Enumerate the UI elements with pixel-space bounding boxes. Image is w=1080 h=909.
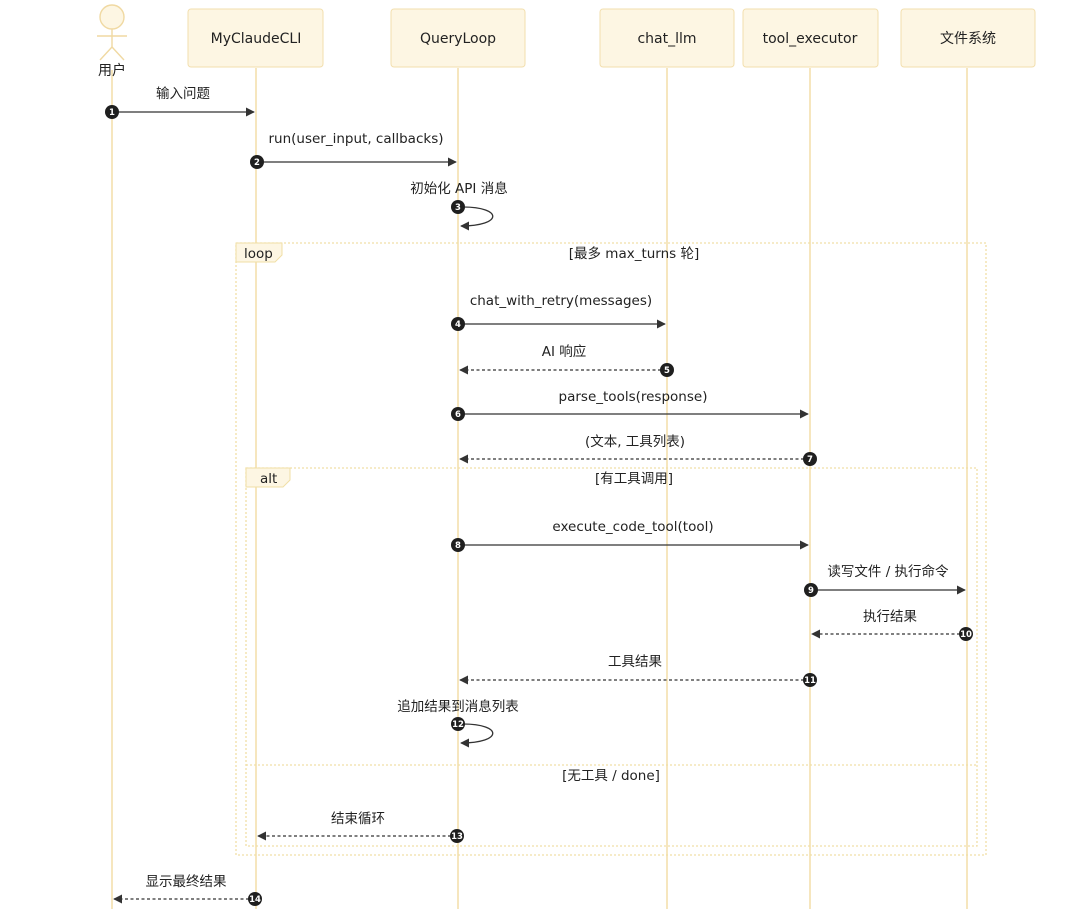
message-label: 工具结果 bbox=[608, 654, 662, 670]
sequence-badge bbox=[803, 452, 817, 466]
message-12: 追加结果到消息列表 12 bbox=[397, 698, 519, 748]
sequence-number: 11 bbox=[804, 676, 816, 686]
sequence-number: 6 bbox=[455, 410, 461, 420]
message-label: 输入问题 bbox=[156, 86, 210, 102]
message-9: 读写文件 / 执行命令 9 bbox=[804, 563, 966, 597]
sequence-badge bbox=[250, 155, 264, 169]
participant-label: MyClaudeCLI bbox=[211, 31, 302, 47]
actor-label: 用户 bbox=[98, 62, 126, 79]
alt-condition-2: [无工具 / done] bbox=[562, 768, 660, 784]
loop-fragment: loop [最多 max_turns 轮] bbox=[235, 242, 987, 856]
sequence-number: 12 bbox=[452, 720, 464, 730]
participant-label: 文件系统 bbox=[940, 31, 996, 47]
sequence-number: 4 bbox=[455, 320, 461, 330]
sequence-number: 13 bbox=[451, 832, 463, 842]
sequence-number: 7 bbox=[807, 455, 813, 465]
participant-chat-llm: chat_llm bbox=[599, 8, 735, 68]
message-5: AI 响应 5 bbox=[459, 343, 674, 377]
sequence-badge bbox=[451, 407, 465, 421]
message-6: parse_tools(response) 6 bbox=[451, 389, 809, 421]
message-14: 显示最终结果 14 bbox=[113, 874, 262, 906]
sequence-badge bbox=[660, 363, 674, 377]
lifelines bbox=[111, 68, 968, 909]
message-10: 执行结果 10 bbox=[811, 609, 973, 641]
message-label: (文本, 工具列表) bbox=[585, 434, 685, 450]
sequence-badge bbox=[451, 538, 465, 552]
alt-fragment: alt [有工具调用] [无工具 / done] bbox=[245, 467, 978, 847]
message-13: 结束循环 13 bbox=[257, 811, 464, 843]
message-7: (文本, 工具列表) 7 bbox=[459, 434, 817, 466]
loop-condition: [最多 max_turns 轮] bbox=[569, 245, 700, 262]
message-8: execute_code_tool(tool) 8 bbox=[451, 519, 809, 552]
sequence-badge bbox=[451, 717, 465, 731]
alt-label: alt bbox=[260, 471, 277, 487]
sequence-badge bbox=[450, 829, 464, 843]
message-label: 执行结果 bbox=[863, 609, 917, 625]
message-label: run(user_input, callbacks) bbox=[268, 131, 443, 147]
actor-head-icon bbox=[99, 4, 125, 30]
sequence-number: 1 bbox=[109, 108, 115, 118]
message-label: 显示最终结果 bbox=[146, 874, 227, 890]
message-label: 追加结果到消息列表 bbox=[397, 698, 519, 715]
message-label: parse_tools(response) bbox=[559, 389, 708, 405]
participant-fs: 文件系统 bbox=[900, 8, 1036, 68]
sequence-badge bbox=[451, 200, 465, 214]
participant-label: tool_executor bbox=[763, 31, 858, 47]
message-label: 读写文件 / 执行命令 bbox=[827, 563, 949, 580]
sequence-badge bbox=[248, 892, 262, 906]
alt-condition-1: [有工具调用] bbox=[595, 471, 673, 487]
sequence-badge bbox=[804, 583, 818, 597]
participant-mycli: MyClaudeCLI bbox=[187, 8, 324, 68]
message-1: 输入问题 1 bbox=[105, 86, 255, 119]
sequence-number: 8 bbox=[455, 541, 461, 551]
sequence-badge bbox=[803, 673, 817, 687]
message-label: execute_code_tool(tool) bbox=[552, 519, 713, 535]
message-3: 初始化 API 消息 3 bbox=[410, 180, 508, 231]
message-11: 工具结果 11 bbox=[459, 654, 817, 687]
message-label: chat_with_retry(messages) bbox=[470, 293, 652, 309]
sequence-number: 14 bbox=[249, 895, 261, 905]
message-2: run(user_input, callbacks) 2 bbox=[250, 131, 457, 169]
participant-queryloop: QueryLoop bbox=[390, 8, 526, 68]
sequence-badge bbox=[105, 105, 119, 119]
participant-tool-executor: tool_executor bbox=[742, 8, 879, 68]
message-label: AI 响应 bbox=[542, 343, 587, 360]
participant-label: chat_llm bbox=[637, 31, 696, 47]
sequence-number: 9 bbox=[808, 586, 814, 596]
message-4: chat_with_retry(messages) 4 bbox=[451, 293, 666, 331]
sequence-badge bbox=[959, 627, 973, 641]
message-label: 结束循环 bbox=[331, 811, 385, 827]
actor-user: 用户 bbox=[97, 4, 127, 79]
sequence-number: 5 bbox=[664, 366, 670, 376]
loop-label: loop bbox=[244, 246, 273, 262]
sequence-number: 2 bbox=[254, 158, 260, 168]
sequence-badge bbox=[451, 317, 465, 331]
sequence-number: 3 bbox=[455, 203, 461, 213]
participant-label: QueryLoop bbox=[420, 31, 496, 47]
message-label: 初始化 API 消息 bbox=[410, 180, 507, 197]
sequence-number: 10 bbox=[960, 630, 972, 640]
